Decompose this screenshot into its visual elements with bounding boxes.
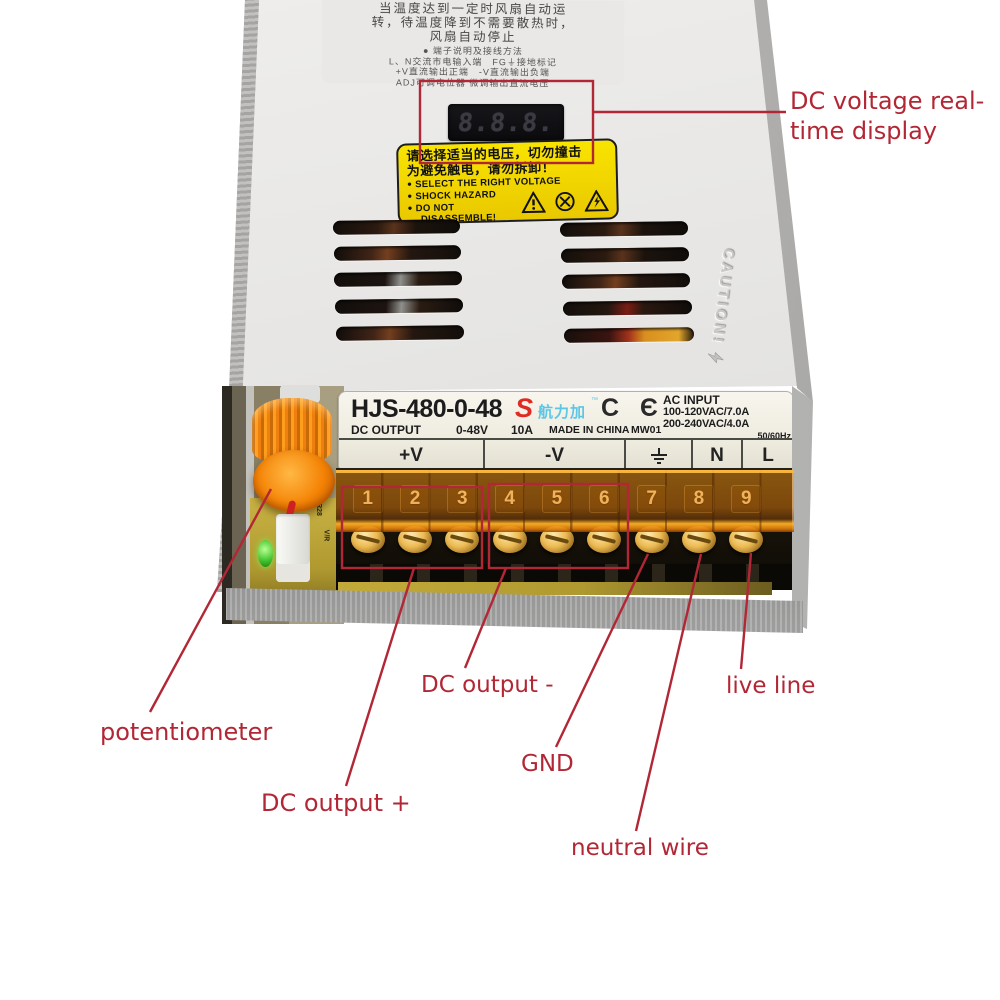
annotation-line-potentiometer xyxy=(148,488,273,713)
annotation-box-dc-output-plus xyxy=(340,485,484,570)
annotation-box-dc-output-minus xyxy=(487,482,630,570)
label-live-line: live line xyxy=(726,673,816,699)
annotation-line-gnd xyxy=(554,553,650,748)
annotation-line-live xyxy=(739,552,753,670)
earth-ground-icon xyxy=(650,447,667,464)
brand-name: 航力加 xyxy=(538,404,587,421)
label-dc-output-minus: DC output - xyxy=(421,672,554,698)
caution-embossed-text: CAUTION! xyxy=(702,230,742,382)
ce-mark: C Є xyxy=(601,394,665,422)
terminal-label-l: L xyxy=(741,440,793,471)
terminal-label-n: N xyxy=(691,440,741,471)
label-line: time display xyxy=(790,117,938,145)
dc-output-range: 0-48V xyxy=(456,423,489,437)
exclamation-triangle-icon xyxy=(521,191,546,214)
terminal-designation-row: +V -V N L xyxy=(339,438,793,471)
nameplate-label: HJS-480-0-48 S 航力加 ™ C Є AC INPUT 100-12… xyxy=(338,391,794,471)
made-in: MADE IN CHINA xyxy=(549,424,630,436)
terminal-label-minus-v: -V xyxy=(483,440,624,471)
ac-input-line: 100-120VAC/7.0A xyxy=(663,406,750,418)
terminal-label-ground xyxy=(624,440,691,471)
voltage-display: 8.8.8. xyxy=(448,104,564,141)
dc-output-current: 10A xyxy=(511,423,534,437)
warning-sticker: 请选择适当的电压，切勿撞击 为避免触电，请勿拆卸！ ● SELECT THE R… xyxy=(396,138,619,225)
label-dc-output-plus: DC output + xyxy=(261,789,411,817)
terminal-label-plus-v: +V xyxy=(399,444,423,466)
label-dc-voltage-display: DC voltage real- time display xyxy=(790,86,984,146)
brand-logo-icon: S xyxy=(515,393,534,423)
terminal-block: 1 2 3 4 5 6 7 8 9 xyxy=(336,468,794,590)
dc-output-label: DC OUTPUT xyxy=(351,423,421,437)
prohibition-circle-icon xyxy=(555,192,575,212)
annotation-line-dc-output-plus xyxy=(344,567,416,787)
frequency: 50/60Hz xyxy=(757,431,791,441)
warning-icons xyxy=(521,189,609,214)
annotation-line-neutral xyxy=(634,553,703,832)
annotation-line-dc-output-minus xyxy=(463,567,508,669)
model-code: MW01 xyxy=(631,424,662,436)
trademark-symbol: ™ xyxy=(591,397,598,404)
annotation-box-display xyxy=(418,79,595,165)
label-neutral-wire: neutral wire xyxy=(571,835,709,861)
power-led xyxy=(258,540,273,567)
pcb-bottom-edge xyxy=(338,582,772,595)
white-connector xyxy=(276,514,310,582)
high-voltage-triangle-icon xyxy=(584,189,609,212)
label-gnd: GND xyxy=(521,751,574,777)
ac-input-title: AC INPUT xyxy=(663,393,720,407)
model-number: HJS-480-0-48 xyxy=(351,395,503,423)
label-line: DC voltage real- xyxy=(790,87,985,115)
ac-input-spec: AC INPUT 100-120VAC/7.0A 200-240VAC/4.0A… xyxy=(663,394,791,442)
lightning-bolt-icon xyxy=(707,351,725,364)
label-potentiometer: potentiometer xyxy=(100,718,273,746)
ac-input-line: 200-240VAC/4.0A xyxy=(663,418,750,430)
